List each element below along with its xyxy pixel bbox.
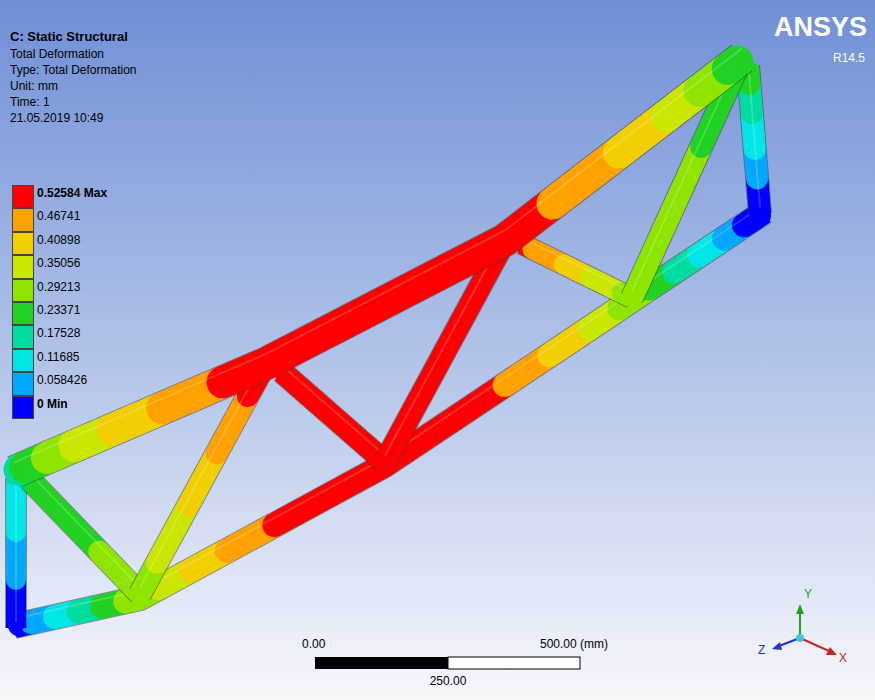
- release-label: R14.5: [833, 52, 865, 66]
- result-date: 21.05.2019 10:49: [10, 112, 103, 126]
- legend-text: 0.11685: [37, 351, 80, 365]
- bottom-chord-edge: [14, 205, 764, 619]
- top-chord: [14, 58, 742, 472]
- diagonal-outline: [30, 480, 140, 594]
- top-chord-piece: [733, 62, 738, 66]
- axis-label: Y: [804, 588, 812, 602]
- diagonal-edge: [522, 238, 632, 292]
- result-type: Type: Total Deformation: [10, 64, 137, 78]
- bottom-chord: [14, 212, 764, 626]
- legend-text: 0 Min: [37, 398, 68, 412]
- legend-swatch: [12, 208, 34, 231]
- result-unit: Unit: mm: [10, 80, 58, 94]
- truss-model: [14, 48, 764, 628]
- diagonal: [385, 246, 502, 462]
- legend-text: 0.17528: [37, 327, 80, 341]
- diagonal-outline: [522, 244, 632, 298]
- legend-text: 0.35056: [37, 257, 80, 271]
- diagonal-edge: [385, 239, 502, 455]
- diagonal-outline: [282, 372, 385, 462]
- top-chord-piece: [737, 58, 742, 62]
- legend-swatch: [12, 185, 34, 208]
- ansys-logo: ANSYS: [774, 12, 867, 43]
- triad-origin: [796, 634, 804, 642]
- scale-bar: [315, 657, 580, 669]
- diagonal-edge: [30, 473, 140, 587]
- diagonal-outline: [140, 370, 262, 594]
- scale-label: 500.00 (mm): [540, 638, 608, 652]
- axis-label: X: [839, 652, 847, 666]
- right-post-edge: [748, 59, 760, 207]
- left-post-edge: [15, 472, 17, 622]
- top-chord-outline: [14, 58, 742, 472]
- result-name: Total Deformation: [10, 48, 104, 62]
- legend-text: 0.40898: [37, 234, 80, 248]
- axis-label: Z: [758, 644, 765, 658]
- x-arrowhead: [826, 647, 837, 655]
- legend-text: 0.52584 Max: [37, 187, 107, 201]
- diagonal-edge: [282, 365, 385, 455]
- legend-swatch: [12, 302, 34, 325]
- diagonal: [632, 66, 738, 298]
- result-time: Time: 1: [10, 96, 50, 110]
- legend-text: 0.46741: [37, 210, 80, 224]
- legend-text: 0.23371: [37, 304, 80, 318]
- diagonal: [522, 244, 632, 298]
- scale-bar-black: [315, 657, 448, 669]
- diagonal: [282, 372, 385, 462]
- legend-swatch: [12, 255, 34, 278]
- legend-text: 0.058426: [37, 374, 87, 388]
- bottom-chord-outline: [14, 212, 764, 626]
- legend-swatch: [12, 232, 34, 255]
- scale-bar-white: [448, 657, 580, 669]
- diagonal-outline: [632, 66, 738, 298]
- diagonal-outline: [385, 246, 502, 462]
- x-axis: [800, 638, 829, 651]
- diagonal-edge: [140, 363, 262, 587]
- legend-text: 0.29213: [37, 281, 80, 295]
- legend-swatch: [12, 349, 34, 372]
- title: C: Static Structural: [10, 30, 128, 45]
- legend-swatch: [12, 325, 34, 348]
- diagonal: [140, 370, 262, 594]
- scale-label: 0.00: [302, 638, 325, 652]
- diagonal: [30, 480, 140, 594]
- legend-swatch: [12, 396, 34, 419]
- z-arrowhead: [772, 642, 782, 650]
- scale-label: 250.00: [430, 675, 467, 689]
- legend-swatch: [12, 279, 34, 302]
- legend-swatch: [12, 372, 34, 395]
- top-chord-edge: [14, 48, 742, 462]
- y-arrowhead: [796, 604, 804, 614]
- axis-triad: [772, 604, 837, 655]
